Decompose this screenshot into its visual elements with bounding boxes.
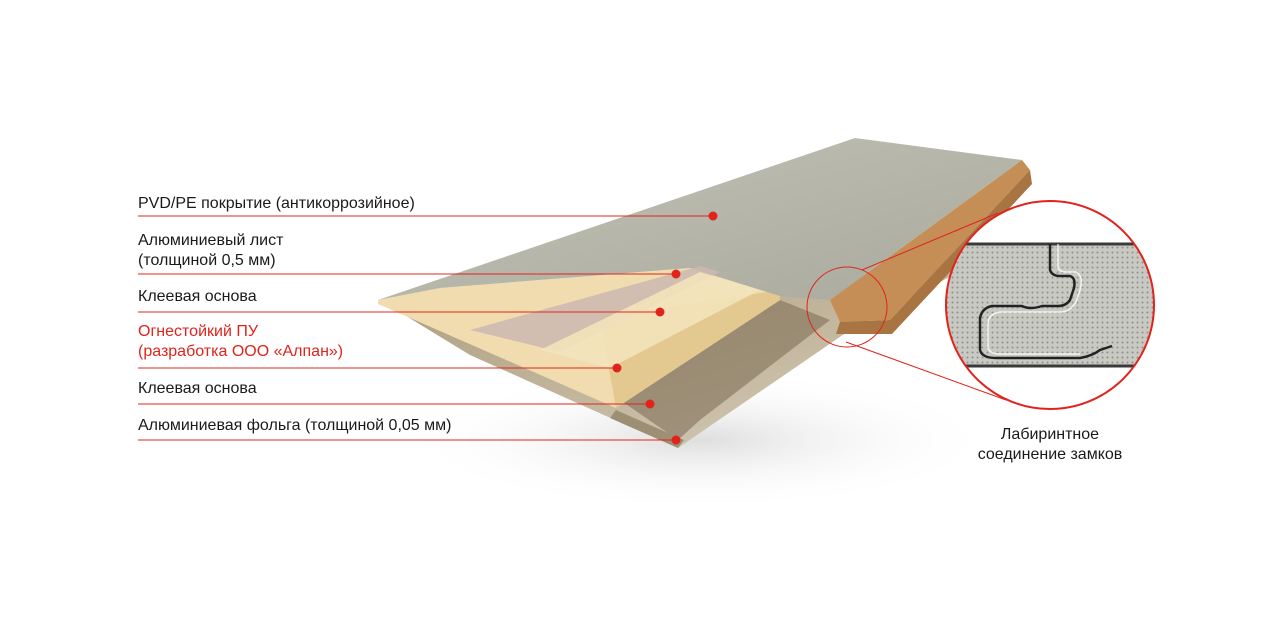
layer-label-line: (толщиной 0,5 мм) [138,252,276,269]
layer-label-fire-resistant-pu: Огнестойкий ПУ (разработка ООО «Алпан») [138,322,343,362]
layer-label-line: Огнестойкий ПУ [138,323,258,340]
leader-marker-2 [671,269,681,279]
magnifier-connector-bottom [845,341,1007,401]
leader-marker-1 [708,211,718,221]
layer-label-adhesive-bottom: Клеевая основа [138,379,257,399]
layer-label-coating: PVD/PE покрытие (антикоррозийное) [138,194,415,214]
layer-label-line: Алюминиевый лист [138,232,284,249]
lock-joint-detail [945,200,1155,410]
leader-marker-6 [671,435,681,445]
aluminium-sheet-band [470,266,720,352]
leader-marker-3 [655,307,665,317]
magnifier-source-ring [806,266,888,348]
adhesive-band [540,272,760,368]
caption-line: Лабиринтное [1000,426,1100,443]
lock-joint-caption: Лабиринтное соединение замков [950,425,1150,465]
panel-shadow [400,370,1000,510]
leader-marker-4 [612,363,622,373]
layer-label-line: Клеевая основа [138,380,257,397]
layer-label-aluminium-sheet: Алюминиевый лист (толщиной 0,5 мм) [138,231,283,271]
layer-label-line: (разработка ООО «Алпан») [138,343,344,360]
layer-label-line: PVD/PE покрытие (антикоррозийное) [138,195,415,212]
leader-lines [138,211,718,445]
foil-layer [610,410,684,448]
leader-marker-5 [645,399,655,409]
coating-top [378,138,1022,300]
layer-label-aluminium-foil: Алюминиевая фольга (толщиной 0,05 мм) [138,416,451,436]
caption-line: соединение замков [977,446,1123,463]
magnifier-connector-top [861,212,999,271]
panel-inner-channel [620,300,830,440]
layer-label-line: Алюминиевая фольга (толщиной 0,05 мм) [138,417,452,434]
layer-label-line: Клеевая основа [138,288,257,305]
layer-label-adhesive-top: Клеевая основа [138,287,257,307]
